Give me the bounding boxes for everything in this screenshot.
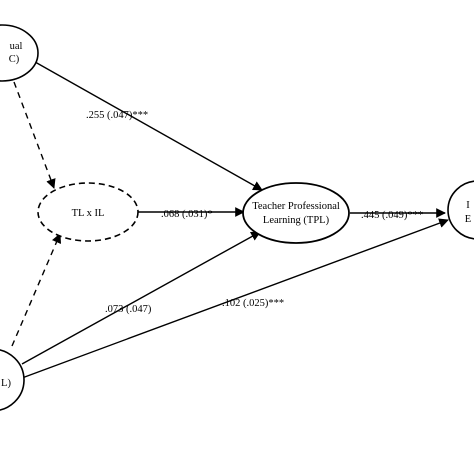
node-top-left xyxy=(0,24,39,82)
path-label-interaction-to-tpl: .068 (.031)* xyxy=(161,209,213,220)
node-tpl xyxy=(242,182,350,244)
node-tpl-line2: Learning (TPL) xyxy=(263,215,330,226)
node-interaction xyxy=(37,182,139,242)
node-top-left-line1: ual xyxy=(10,41,23,52)
node-right-line1: I xyxy=(466,200,470,211)
node-interaction-label: TL x IL xyxy=(72,208,105,219)
path-label-bottom-to-right: .102 (.025)*** xyxy=(222,298,284,309)
edge-bottom-to-tpl xyxy=(21,231,261,365)
edge-top-to-tpl xyxy=(27,57,263,191)
path-label-bottom-to-tpl: .073 (.047) xyxy=(105,304,152,315)
edge-bottom-to-right xyxy=(21,218,449,379)
node-tpl-line1: Teacher Professional xyxy=(252,201,340,212)
node-right-line2: E xyxy=(465,214,471,225)
node-right xyxy=(447,180,474,240)
edge-top-to-interaction xyxy=(13,81,56,189)
path-label-top-to-tpl: .255 (.047)*** xyxy=(86,110,148,121)
path-label-tpl-to-right: .445 (.049)*** xyxy=(361,210,423,221)
node-bottom-left xyxy=(0,349,25,411)
edge-bottom-to-interaction xyxy=(11,233,62,347)
node-bottom-left-label: L) xyxy=(1,378,11,389)
node-top-left-line2: C) xyxy=(9,54,20,65)
